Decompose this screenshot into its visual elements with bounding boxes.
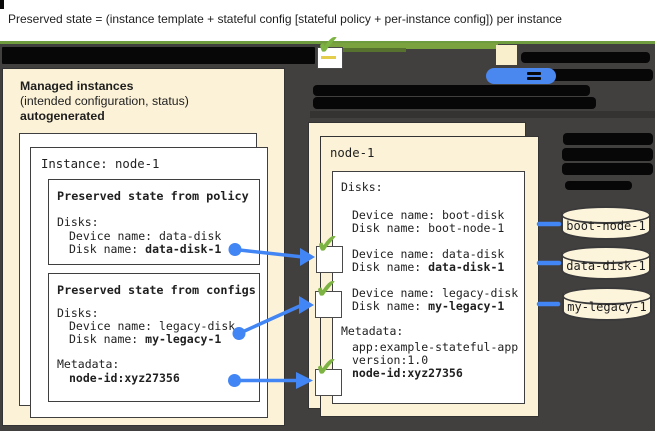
disk-name-line: Disk name: my-legacy-1	[352, 299, 504, 313]
disk-name-label: Disk name:	[352, 221, 429, 235]
checkmark-icon: ✔	[315, 274, 338, 305]
cylinder-top	[562, 287, 652, 305]
checkmark-icon: ✔	[315, 352, 338, 383]
disk-cylinder-data: data-disk-1	[561, 246, 651, 280]
disk-name-value: data-disk-1	[428, 260, 505, 274]
checkbox-metadata: ✔	[315, 354, 342, 396]
gray-band	[310, 111, 655, 118]
instance-label: Instance: node-1	[41, 157, 160, 171]
heading-line: autogenerated	[20, 109, 105, 123]
heading-line: Managed instances	[20, 79, 134, 93]
device-name-line: Device name: data-disk	[352, 247, 505, 261]
redacted-dash	[527, 72, 541, 75]
disk-cylinder-label: my-legacy-1	[567, 300, 647, 314]
redacted-bar	[563, 133, 653, 145]
small-cream-box	[496, 45, 517, 65]
managed-instances-heading: Managed instances (intended configuratio…	[20, 79, 189, 124]
device-name-line: Device name: boot-disk	[352, 208, 505, 222]
redacted-blue-scribble	[486, 68, 556, 84]
redacted-bar	[562, 148, 653, 161]
disk-name-label: Disk name:	[352, 260, 429, 274]
preserved-state-configs-box	[48, 273, 260, 402]
disks-label: Disks:	[341, 180, 383, 194]
disk-cylinder-label: data-disk-1	[566, 259, 646, 273]
title-band: Preserved state = (instance template + s…	[0, 0, 655, 41]
policy-box-title: Preserved state from policy	[57, 189, 249, 203]
disk-name-value: boot-node-1	[428, 221, 505, 235]
disk-name-label: Disk name:	[69, 242, 146, 256]
disk-name-value: my-legacy-1	[145, 332, 222, 346]
disk-name-line: Disk name: data-disk-1	[69, 242, 221, 256]
checkbox-legacy-disk: ✔	[315, 276, 342, 318]
metadata-line: version:1.0	[352, 353, 429, 367]
device-name-line: Device name: legacy-disk	[69, 319, 236, 333]
device-name-line: Device name: data-disk	[69, 229, 222, 243]
metadata-value: node-id:xyz27356	[69, 371, 180, 385]
checkmark-icon: ✔	[317, 30, 340, 61]
disk-name-value: my-legacy-1	[428, 299, 505, 313]
green-divider-line	[0, 41, 655, 44]
disk-name-label: Disk name:	[352, 299, 429, 313]
disk-name-line: Disk name: my-legacy-1	[69, 332, 221, 346]
checkmark-icon: ✔	[316, 229, 339, 260]
yellow-dash	[321, 56, 336, 59]
disk-name-value: data-disk-1	[145, 242, 222, 256]
preserved-state-policy-box	[48, 179, 260, 265]
cylinder-top	[561, 206, 651, 224]
disks-label: Disks:	[57, 215, 99, 229]
disk-cylinder-label: boot-node-1	[566, 219, 646, 233]
cylinder-top	[561, 246, 651, 264]
device-name-line: Device name: legacy-disk	[352, 286, 519, 300]
vm-name: node-1	[330, 146, 375, 160]
metadata-label: Metadata:	[341, 324, 404, 338]
diagram-title: Preserved state = (instance template + s…	[8, 12, 562, 26]
disk-name-line: Disk name: boot-node-1	[352, 221, 504, 235]
corner-mark	[0, 0, 4, 9]
redacted-bar	[562, 163, 653, 175]
disk-name-line: Disk name: data-disk-1	[352, 260, 504, 274]
disk-name-label: Disk name:	[69, 332, 146, 346]
redacted-bar	[565, 181, 632, 190]
disks-label: Disks:	[57, 306, 99, 320]
disk-cylinder-legacy: my-legacy-1	[562, 287, 652, 321]
metadata-line: app:example-stateful-app	[352, 340, 519, 354]
redacted-bar	[313, 97, 596, 109]
redacted-bar	[313, 85, 590, 96]
vm-disk-list-box	[332, 171, 525, 404]
heading-line: (intended configuration, status)	[20, 94, 189, 108]
redacted-bar	[543, 69, 653, 81]
redacted-dash	[527, 77, 541, 80]
configs-box-title: Preserved state from configs	[57, 283, 256, 297]
metadata-label: Metadata:	[57, 357, 120, 371]
metadata-value: node-id:xyz27356	[352, 366, 463, 380]
redacted-bar	[521, 52, 650, 63]
green-arrow-shadow	[343, 48, 406, 52]
checkbox-data-disk: ✔	[316, 231, 343, 273]
green-arrow-bar	[322, 43, 498, 49]
redacted-bar	[2, 47, 315, 64]
disk-cylinder-boot: boot-node-1	[561, 206, 651, 240]
